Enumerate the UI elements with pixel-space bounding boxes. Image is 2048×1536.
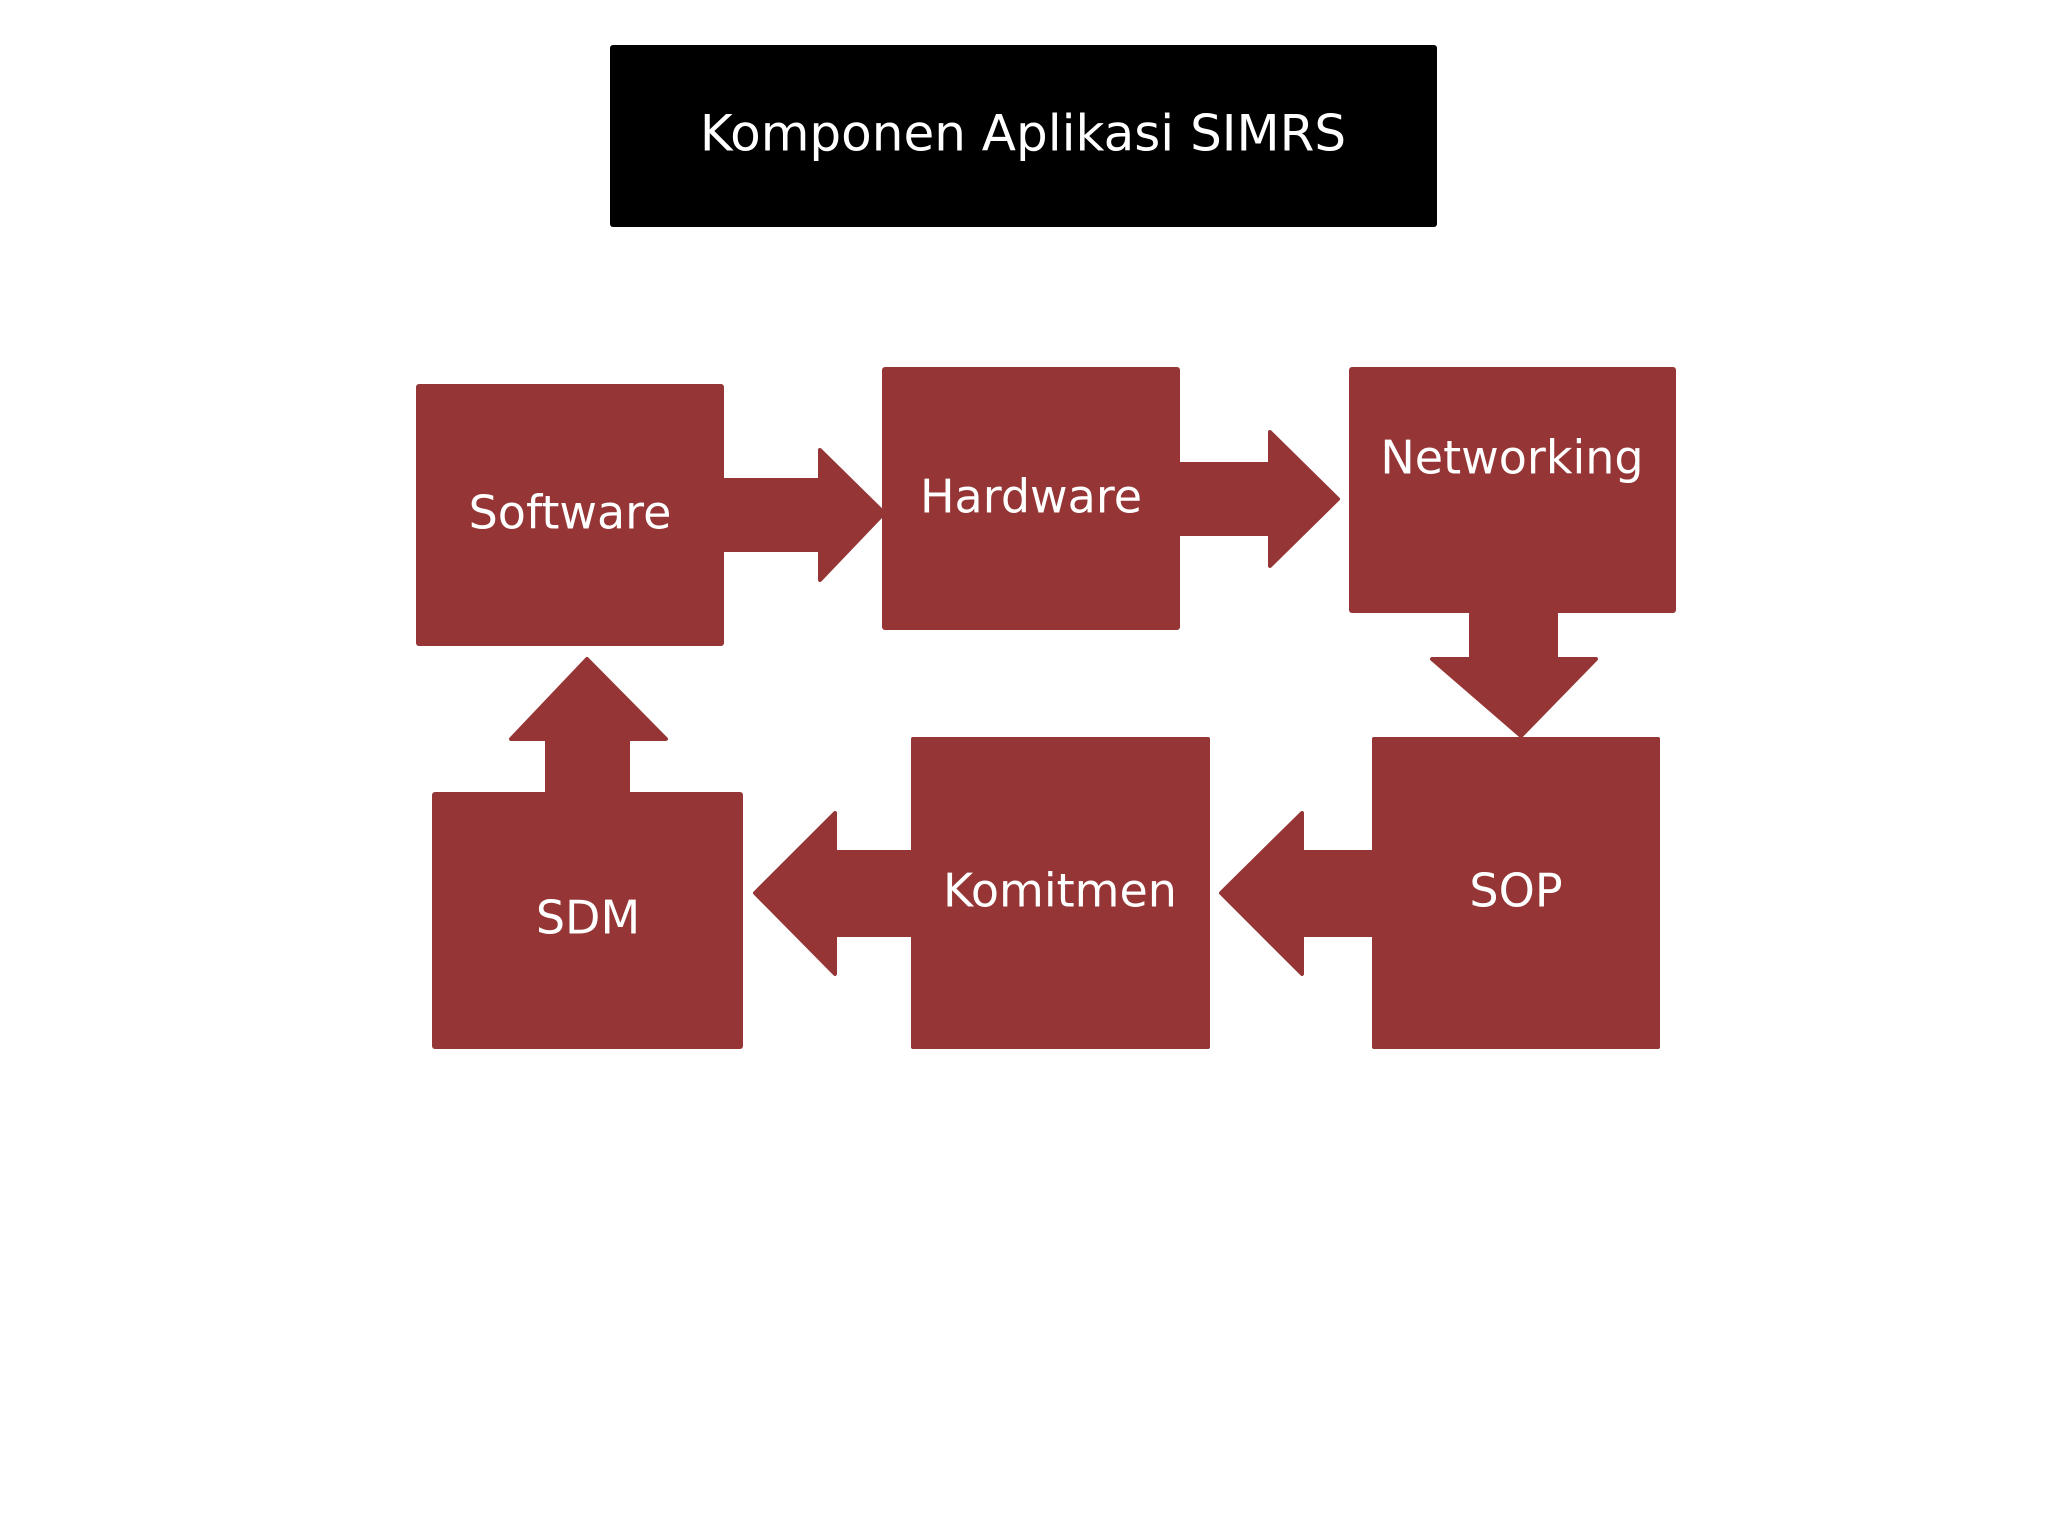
arrow-software-to-hardware — [722, 448, 886, 582]
arrow-sdm-to-software — [509, 657, 668, 797]
hardware-box — [882, 367, 1180, 630]
sop-box — [1372, 737, 1660, 1049]
component-boxes: Software Hardware Networking SOP Komitme… — [416, 367, 1676, 1049]
networking-label: Networking — [1380, 431, 1643, 485]
arrow-networking-to-sop — [1430, 612, 1598, 738]
node-networking: Networking — [1349, 367, 1676, 613]
node-hardware: Hardware — [882, 367, 1180, 630]
arrow-sop-to-komitmen — [1219, 811, 1376, 976]
arrow-hardware-to-networking — [1178, 430, 1340, 568]
title-banner: Komponen Aplikasi SIMRS — [610, 45, 1437, 227]
flow-arrows — [509, 430, 1598, 976]
sdm-box — [432, 792, 743, 1049]
title-background — [610, 45, 1437, 227]
node-software: Software — [416, 384, 724, 646]
arrow-komitmen-to-sdm — [753, 811, 913, 976]
software-label: Software — [469, 486, 672, 540]
komitmen-label: Komitmen — [943, 864, 1177, 918]
node-sdm: SDM — [432, 792, 743, 1049]
komitmen-box — [911, 737, 1210, 1049]
node-komitmen: Komitmen — [911, 737, 1210, 1049]
hardware-label: Hardware — [920, 470, 1142, 524]
page-title: Komponen Aplikasi SIMRS — [700, 105, 1346, 163]
sop-label: SOP — [1469, 864, 1562, 918]
networking-box — [1349, 367, 1676, 613]
software-box — [416, 384, 724, 646]
node-sop: SOP — [1372, 737, 1660, 1049]
sdm-label: SDM — [536, 891, 640, 945]
